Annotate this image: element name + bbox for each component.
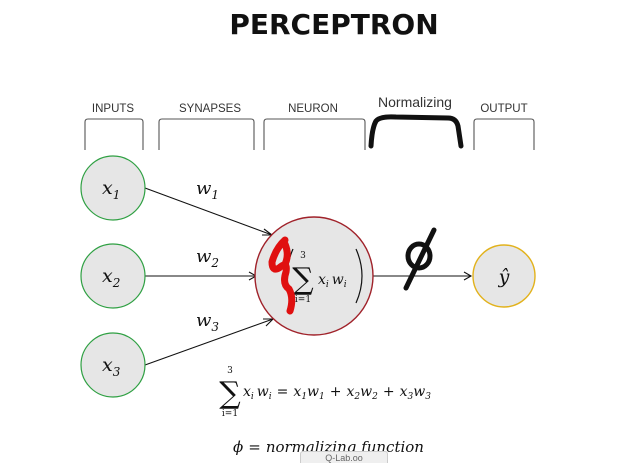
diagram-title: PERCEPTRON	[229, 8, 438, 41]
bottom-tab[interactable]: Q-Lab.oo	[300, 451, 388, 463]
input-node-2	[80, 243, 146, 309]
input-label-2: x2	[102, 265, 120, 290]
equation-sigma-icon: ∑	[219, 376, 241, 411]
column-label-output: OUTPUT	[480, 103, 527, 115]
arrowhead-output	[463, 271, 473, 281]
weight-label-2: w2	[196, 246, 219, 270]
output-node	[472, 244, 536, 308]
column-label-neuron: NEURON	[288, 103, 338, 115]
neuron-sum-lower: i=1	[295, 295, 311, 305]
column-label-synapses: SYNAPSES	[179, 103, 241, 115]
neuron-sigma-icon: ∑	[292, 262, 314, 297]
activation-phi-icon	[403, 227, 437, 291]
equation-sum-lower: i=1	[222, 409, 238, 419]
weight-label-3: w3	[196, 310, 219, 334]
bracket-synapses	[158, 118, 255, 150]
equation-sum-upper: 3	[227, 366, 233, 376]
column-label-normalizing: Normalizing	[378, 94, 452, 110]
column-label-inputs: INPUTS	[92, 103, 135, 115]
red-scribble	[268, 236, 296, 315]
input-node-1	[80, 155, 146, 221]
weight-label-1: w1	[196, 178, 219, 202]
bracket-inputs	[84, 118, 144, 150]
input-node-3	[80, 332, 146, 398]
neuron-sum-upper: 3	[300, 251, 306, 261]
bracket-normalizing	[368, 114, 464, 149]
neuron-right-paren	[355, 248, 363, 304]
synapse-arrow-1	[144, 187, 273, 236]
input-label-3: x3	[102, 354, 121, 379]
bracket-neuron	[263, 118, 366, 150]
output-label: ŷ	[498, 266, 510, 288]
neuron-node	[254, 216, 374, 336]
synapse-arrow-3	[144, 318, 274, 366]
bracket-output	[473, 118, 535, 150]
input-label-1: x1	[102, 177, 120, 202]
